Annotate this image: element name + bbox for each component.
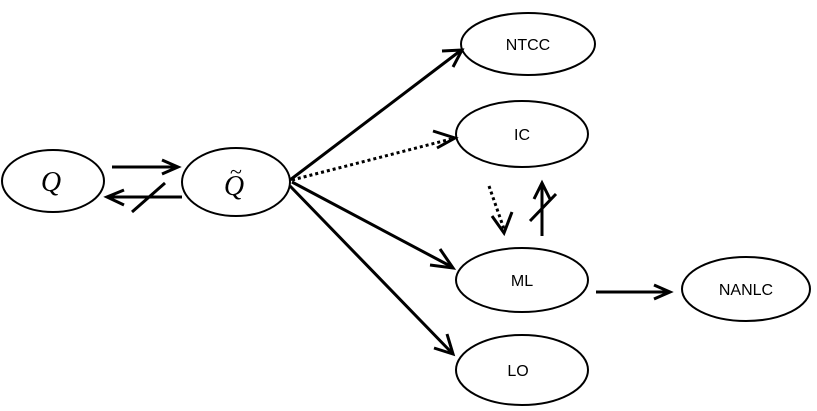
edge-qtilde-to-q-negation-slash xyxy=(131,181,166,214)
node-q-ellipse xyxy=(1,149,105,213)
node-ntcc[interactable]: NTCC xyxy=(460,12,596,76)
node-nanlc[interactable]: NANLC xyxy=(681,256,811,322)
node-lo-ellipse xyxy=(455,334,589,406)
edge-ic-to-ml-dotted xyxy=(487,185,514,237)
node-q[interactable]: Q xyxy=(1,149,105,213)
edge-ml-to-ic-negation-slash xyxy=(528,192,558,223)
node-lo[interactable]: LO xyxy=(455,334,589,406)
node-q-tilde-accent: ~ xyxy=(230,159,242,184)
node-nanlc-ellipse xyxy=(681,256,811,322)
edge-ic-to-ml-line xyxy=(487,185,506,230)
edge-qtilde-to-ntcc-line xyxy=(289,49,461,182)
edge-ml-to-ic-negated xyxy=(528,179,558,236)
edge-qtilde-to-ic-arrowhead xyxy=(432,129,459,150)
edge-qtilde-to-ic-dotted xyxy=(291,129,459,182)
edge-qtilde-to-q-negated xyxy=(103,181,182,214)
node-q-tilde[interactable]: ~ Q xyxy=(181,147,291,217)
node-lo-label: LO xyxy=(507,363,528,380)
edge-qtilde-to-lo xyxy=(288,184,456,357)
edge-qtilde-to-ml-line xyxy=(291,180,453,269)
node-ml[interactable]: ML xyxy=(455,247,589,313)
edge-ml-to-ic-arrowhead xyxy=(532,179,552,200)
node-ic-ellipse xyxy=(455,100,589,168)
edge-qtilde-to-ml xyxy=(291,180,457,270)
node-ic-label: IC xyxy=(514,127,530,144)
edge-qtilde-to-ml-arrowhead xyxy=(429,248,457,270)
node-ntcc-ellipse xyxy=(460,12,596,76)
edge-q-to-qtilde-arrowhead xyxy=(161,158,182,176)
node-q-tilde-label: Q xyxy=(224,171,244,202)
edge-qtilde-to-q-arrowhead xyxy=(103,188,125,207)
edge-q-to-qtilde xyxy=(112,158,182,176)
node-ic[interactable]: IC xyxy=(455,100,589,168)
edge-qtilde-to-ntcc-arrowhead xyxy=(441,48,465,68)
node-ml-label: ML xyxy=(511,273,533,290)
node-ml-ellipse xyxy=(455,247,589,313)
edge-qtilde-to-ntcc xyxy=(289,48,465,182)
node-ntcc-label: NTCC xyxy=(506,37,550,54)
edge-qtilde-to-lo-arrowhead xyxy=(433,333,456,357)
edge-ml-to-nanlc-arrowhead xyxy=(653,283,674,301)
node-q-label: Q xyxy=(41,167,61,198)
edge-qtilde-to-lo-line xyxy=(288,184,454,355)
edge-ic-to-ml-arrowhead xyxy=(490,211,514,237)
node-q-tilde-ellipse xyxy=(181,147,291,217)
edge-ml-to-nanlc xyxy=(596,283,674,301)
node-nanlc-label: NANLC xyxy=(719,282,773,299)
